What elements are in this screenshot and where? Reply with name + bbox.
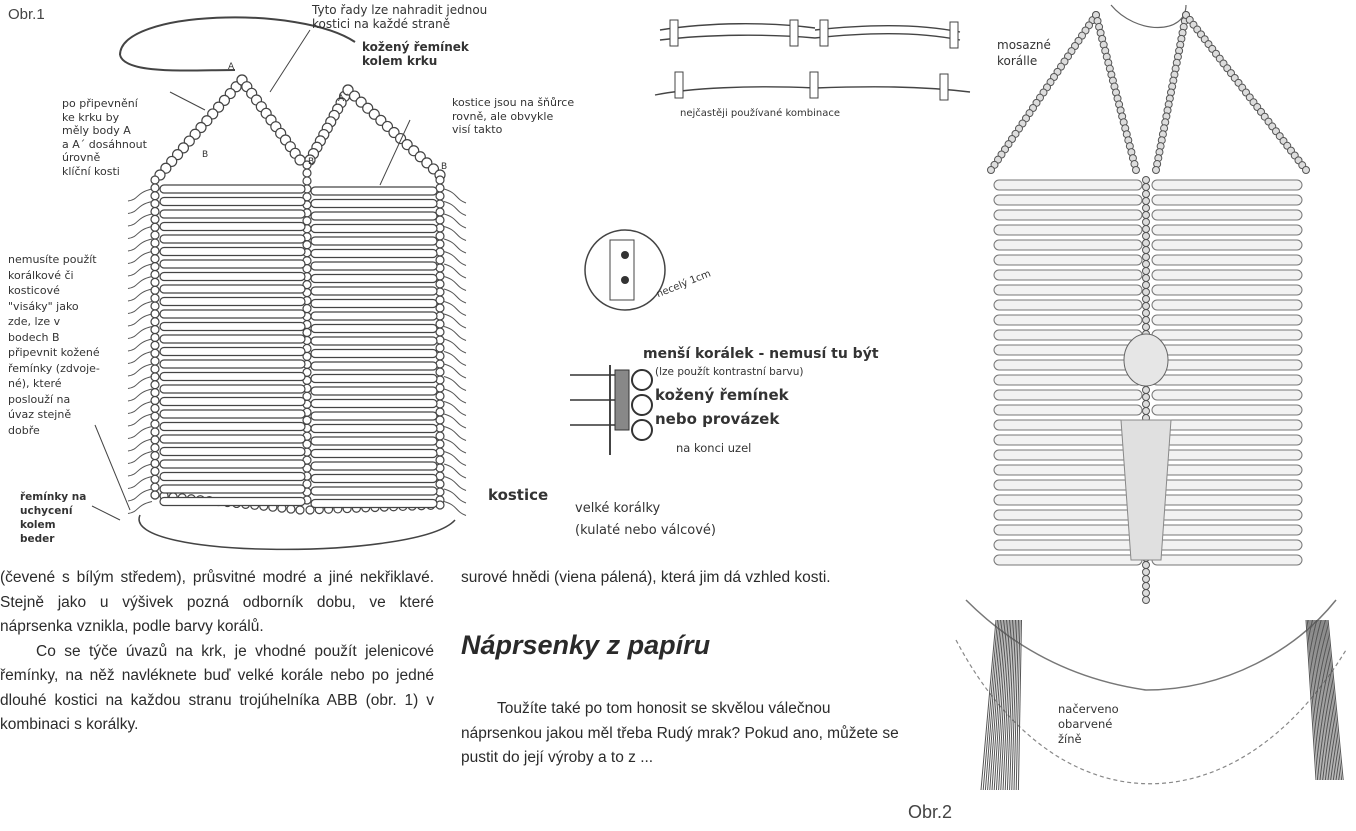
point-a2-label: A´ — [338, 94, 349, 104]
note-leather-strap: kožený řemínek nebo provázek — [655, 383, 789, 431]
point-b-label-right: B — [441, 162, 447, 172]
column-1-paragraph-1: (čevené s bílým středem), průsvitné modr… — [0, 566, 434, 640]
note-brass-beads: mosazné korálle — [997, 37, 1051, 69]
note-knot: na konci uzel — [676, 441, 751, 455]
note-bones-hang: kostice jsou na šňůrce rovně, ale obvykl… — [452, 96, 574, 137]
note-red-horsehair: načerveno obarvené žíně — [1058, 702, 1119, 747]
column-1-paragraph-2: Co se týče úvazů na krk, je vhodné použí… — [0, 640, 434, 738]
bone-combination-sketches — [650, 0, 980, 110]
point-b-label-left: B — [202, 150, 208, 160]
note-bone-kostice: kostice — [488, 486, 548, 504]
breastplate-drawing-figure-2 — [936, 0, 1356, 831]
note-waist-straps: řemínky na uchycení kolem beder — [20, 490, 86, 546]
point-b-label-center: B — [308, 157, 314, 167]
column-2-paragraph-2: Toužíte také po tom honosit se skvělou v… — [461, 697, 901, 771]
note-combinations: nejčastěji používané kombinace — [680, 108, 840, 119]
note-rows-replacement: Tyto řady lze nahradit jednou kostici na… — [312, 3, 487, 31]
note-big-beads: velké korálky (kulaté nebo válcové) — [575, 498, 716, 542]
column-2: surové hnědi (viena pálená), která jim d… — [461, 566, 901, 771]
column-1: (čevené s bílým středem), průsvitné modr… — [0, 566, 434, 738]
note-attachment-points: po připevnění ke krku by měly body A a A… — [62, 97, 147, 178]
figure-2-label: Obr.2 — [908, 802, 952, 823]
column-2-paragraph-1: surové hnědi (viena pálená), která jim d… — [461, 566, 901, 591]
point-a-label: A — [228, 62, 234, 72]
note-pendants: nemusíte použít korálkové či kosticové "… — [8, 252, 100, 438]
note-neck-strap: kožený řemínek kolem krku — [362, 40, 469, 68]
section-heading: Náprsenky z papíru — [461, 633, 901, 658]
note-small-bead: menší korálek - nemusí tu být — [643, 346, 879, 362]
note-small-bead-sub: (lze použít kontrastní barvu) — [655, 366, 803, 378]
figure-1-label: Obr.1 — [8, 6, 45, 23]
